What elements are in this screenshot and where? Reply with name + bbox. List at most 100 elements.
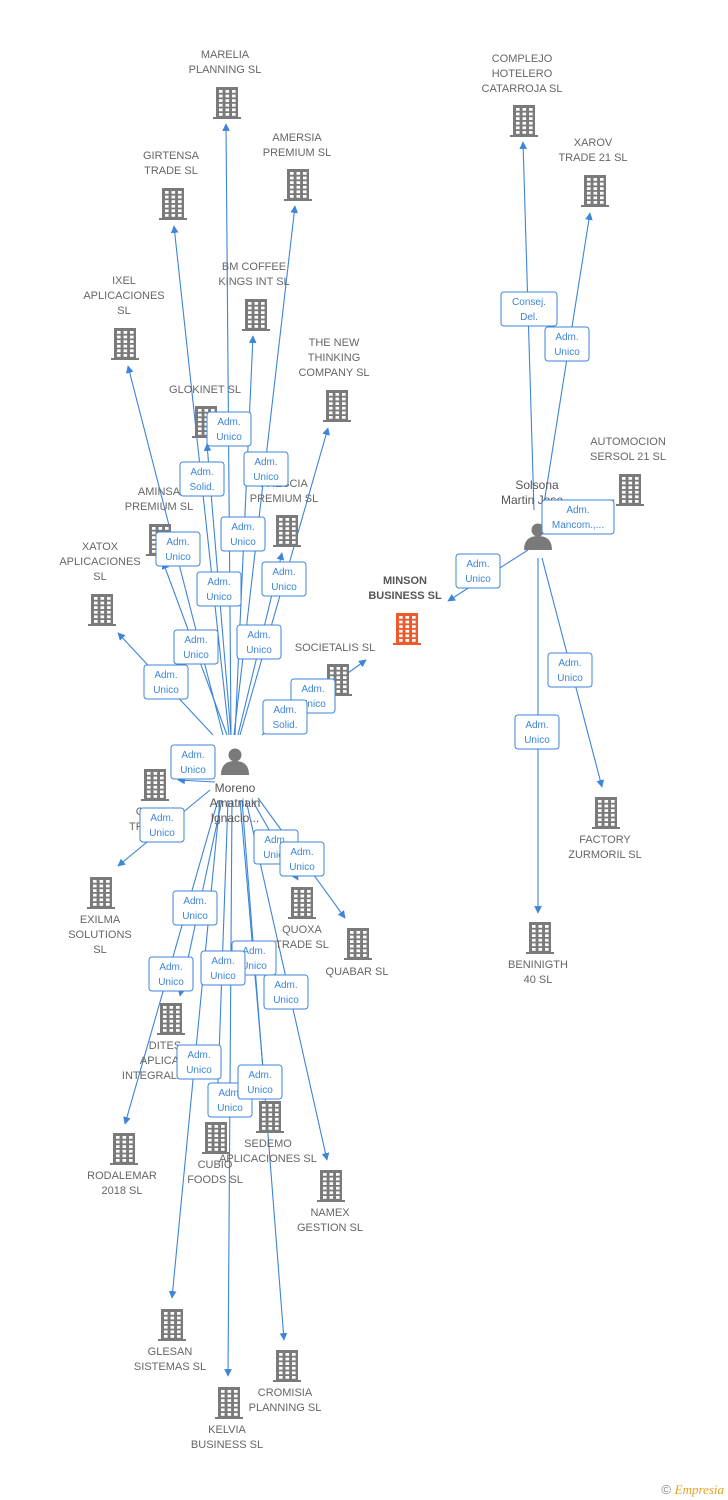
company-node-societalis[interactable]: SOCIETALIS SL [295, 642, 376, 696]
role-text: Adm. [558, 658, 581, 669]
role-badge[interactable]: Adm.Unico [148, 956, 194, 992]
role-text: Adm. [247, 630, 270, 641]
role-text: Unico [524, 735, 550, 746]
role-text: Mancom.,... [552, 520, 604, 531]
building-icon [215, 1387, 243, 1419]
role-text: Unico [182, 911, 208, 922]
role-text: Unico [247, 1085, 273, 1096]
role-badge[interactable]: Adm. Unico [514, 714, 560, 750]
building-icon [242, 299, 270, 331]
role-badge[interactable]: Adm.Unico [200, 950, 246, 986]
role-badge[interactable]: Adm.Unico [173, 629, 219, 665]
role-text: Adm. [154, 670, 177, 681]
company-node-otra[interactable]: OTRA [129, 769, 169, 833]
role-text: Unico [153, 685, 179, 696]
role-badge[interactable]: Adm.Unico [196, 571, 242, 607]
role-text: Adm. [166, 537, 189, 548]
role-text: Adm. [217, 417, 240, 428]
role-text: Unico [230, 537, 256, 548]
role-text: Adm. [183, 896, 206, 907]
role-badge[interactable]: Adm.Unico [155, 531, 201, 567]
role-badge[interactable]: Adm.Unico [261, 561, 307, 597]
building-icon [317, 1170, 345, 1202]
role-badge[interactable]: Adm.Unico [170, 744, 216, 780]
person-icon [524, 523, 552, 550]
role-badge[interactable]: Adm. Unico [143, 664, 189, 700]
footer-brand[interactable]: © Empresia [661, 1482, 724, 1498]
role-badge[interactable]: Adm. Unico [220, 516, 266, 552]
building-icon [213, 87, 241, 119]
role-badge[interactable]: Adm.Unico [237, 1064, 283, 1100]
role-text: Adm. [290, 847, 313, 858]
building-icon [393, 613, 421, 645]
role-badge[interactable]: Adm.Unico [243, 451, 289, 487]
role-badge[interactable]: Adm.Mancom.,... [541, 499, 615, 535]
role-text: Adm. [274, 980, 297, 991]
building-icon [87, 877, 115, 909]
building-icon [344, 928, 372, 960]
building-icon [284, 169, 312, 201]
role-badge[interactable]: Adm.Solid. [262, 699, 308, 735]
role-badge[interactable]: Adm.Unico [139, 807, 185, 843]
role-badge[interactable]: Adm.Unico [279, 841, 325, 877]
role-text: Unico [217, 1103, 243, 1114]
role-text: Adm. [525, 720, 548, 731]
role-badge[interactable]: Adm.Unico [206, 411, 252, 447]
role-badge[interactable]: Adm.Unico [547, 652, 593, 688]
building-icon [581, 175, 609, 207]
building-icon [323, 390, 351, 422]
copyright-symbol: © [661, 1482, 672, 1497]
role-badge[interactable]: Adm.Unico [455, 553, 501, 589]
edge-moreno-otra [177, 776, 216, 785]
person-icon [221, 748, 249, 775]
role-text: Adm. [231, 522, 254, 533]
role-badge[interactable]: Adm.Unico [176, 1044, 222, 1080]
building-icon [141, 769, 169, 801]
building-icon [273, 515, 301, 547]
role-badge[interactable]: Adm.Unico [544, 326, 590, 362]
role-badge[interactable]: Consej.Del. [500, 291, 558, 327]
role-badge[interactable]: Adm. Unico [172, 890, 218, 926]
role-text: Adm. [555, 332, 578, 343]
company-node-quabar[interactable]: QUABAR SL [326, 928, 389, 978]
company-label: GLOKINET SL [169, 384, 241, 396]
building-icon [202, 1122, 230, 1154]
role-badge[interactable]: Adm.Unico [236, 624, 282, 660]
role-badge[interactable]: Adm.Solid. [179, 461, 225, 497]
role-badge[interactable]: Adm.Unico [263, 974, 309, 1010]
